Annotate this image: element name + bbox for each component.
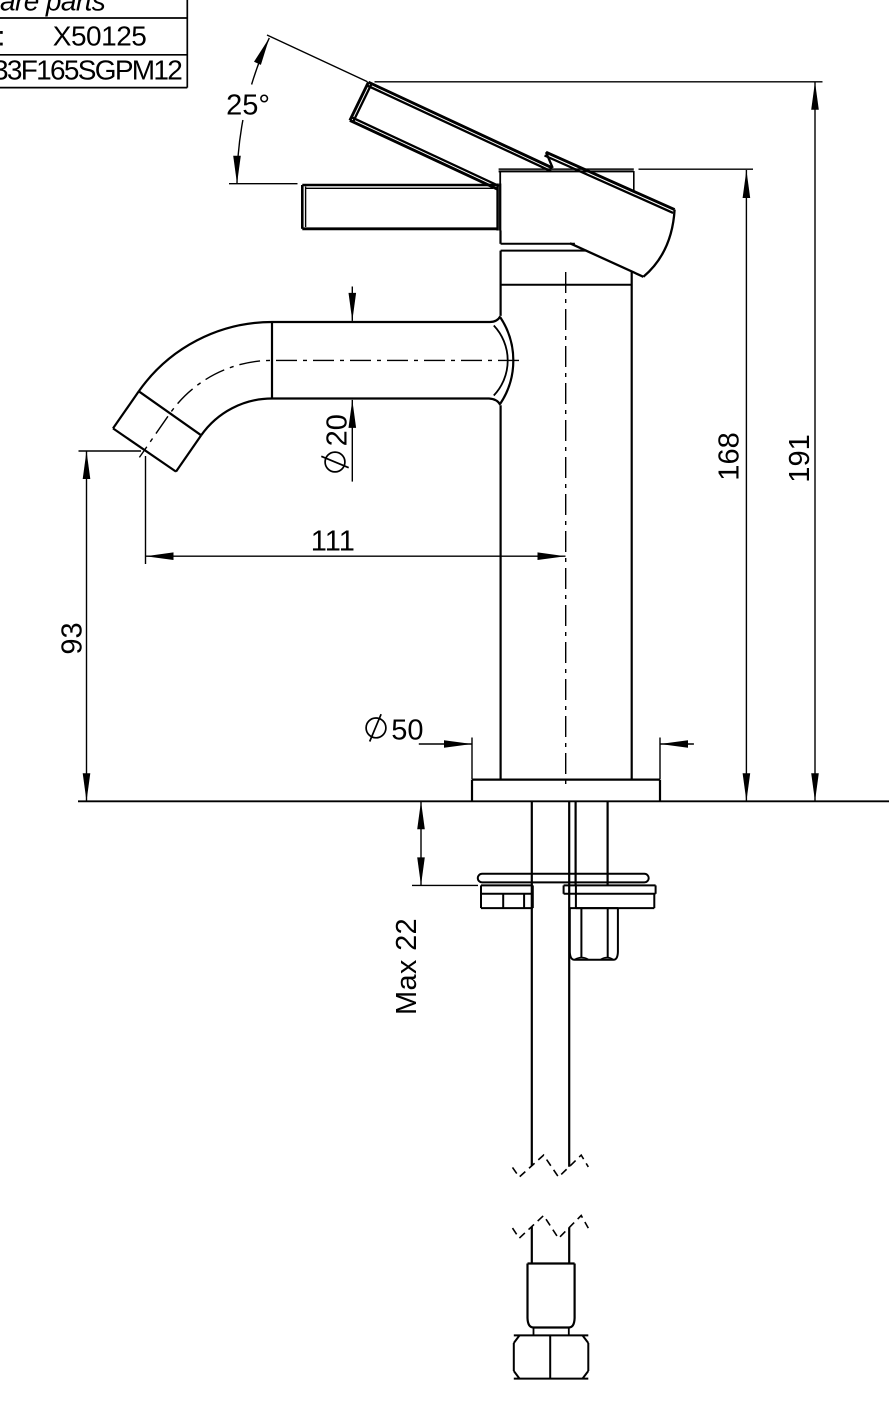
svg-text::: :: [0, 20, 5, 51]
svg-text:168: 168: [714, 432, 746, 480]
svg-text:50: 50: [391, 715, 423, 747]
svg-text:Max 22: Max 22: [391, 918, 423, 1015]
svg-text:111: 111: [311, 525, 355, 557]
svg-text:X50125: X50125: [53, 20, 147, 51]
svg-text:93: 93: [57, 622, 89, 654]
svg-text:33F165SGPM12: 33F165SGPM12: [0, 54, 182, 85]
svg-text:191: 191: [784, 434, 816, 482]
svg-text:Spare parts: Spare parts: [0, 0, 106, 17]
svg-text:20: 20: [322, 414, 354, 446]
svg-text:25°: 25°: [226, 90, 270, 122]
